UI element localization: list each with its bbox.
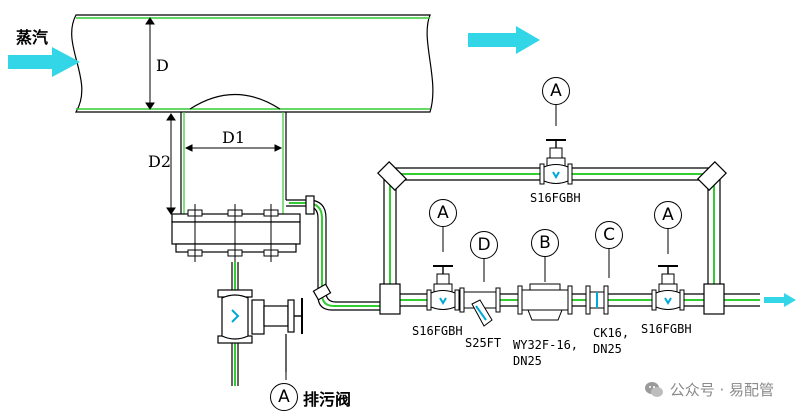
tag-C: C	[595, 221, 623, 249]
dim-D-label: D	[156, 56, 169, 75]
tag-A-outlet: A	[654, 201, 682, 229]
drip-leg	[171, 94, 301, 262]
dimension-D1	[184, 144, 283, 152]
valve-inlet	[426, 265, 460, 311]
tag-A-top: A	[542, 77, 570, 105]
check-valve	[585, 285, 609, 315]
valve-top-bypass	[539, 139, 573, 185]
watermark-text: 公众号 · 易配管	[669, 381, 774, 399]
drain-leg	[217, 262, 303, 386]
wechat-icon	[644, 381, 663, 397]
steam-label: 蒸汽	[16, 28, 49, 47]
arrow-right-icon	[468, 26, 540, 54]
steam-header	[71, 14, 434, 113]
steam-trap	[517, 283, 573, 321]
valve-outlet-label: S16FGBH	[641, 322, 692, 336]
dimension-D2	[166, 113, 176, 215]
strainer-label: S25FT	[465, 336, 502, 350]
watermark: 公众号 · 易配管	[644, 379, 774, 400]
valve-inlet-label: S16FGBH	[412, 324, 463, 338]
arrow-right-icon	[8, 47, 80, 77]
tag-D: D	[470, 231, 498, 259]
trap-model-label: WY32F-16,	[513, 338, 579, 352]
tag-leaders	[285, 104, 669, 380]
strainer	[459, 287, 501, 327]
trap-size-label: DN25	[513, 354, 542, 368]
valve-top-label: S16FGBH	[530, 191, 581, 205]
arrow-right-icon	[764, 293, 796, 307]
condensate-pipe	[286, 195, 388, 311]
check-size-label: DN25	[593, 342, 622, 356]
tag-A-inlet: A	[429, 199, 457, 227]
drain-valve-label: 排污阀	[303, 390, 352, 409]
dim-D2-label: D2	[148, 152, 172, 171]
valve-outlet	[651, 265, 685, 311]
tag-B: B	[531, 229, 559, 257]
dim-D1-label: D1	[222, 128, 246, 147]
dimension-D	[145, 17, 155, 110]
check-model-label: CK16,	[593, 326, 630, 340]
tag-A-drain: A	[270, 383, 298, 411]
